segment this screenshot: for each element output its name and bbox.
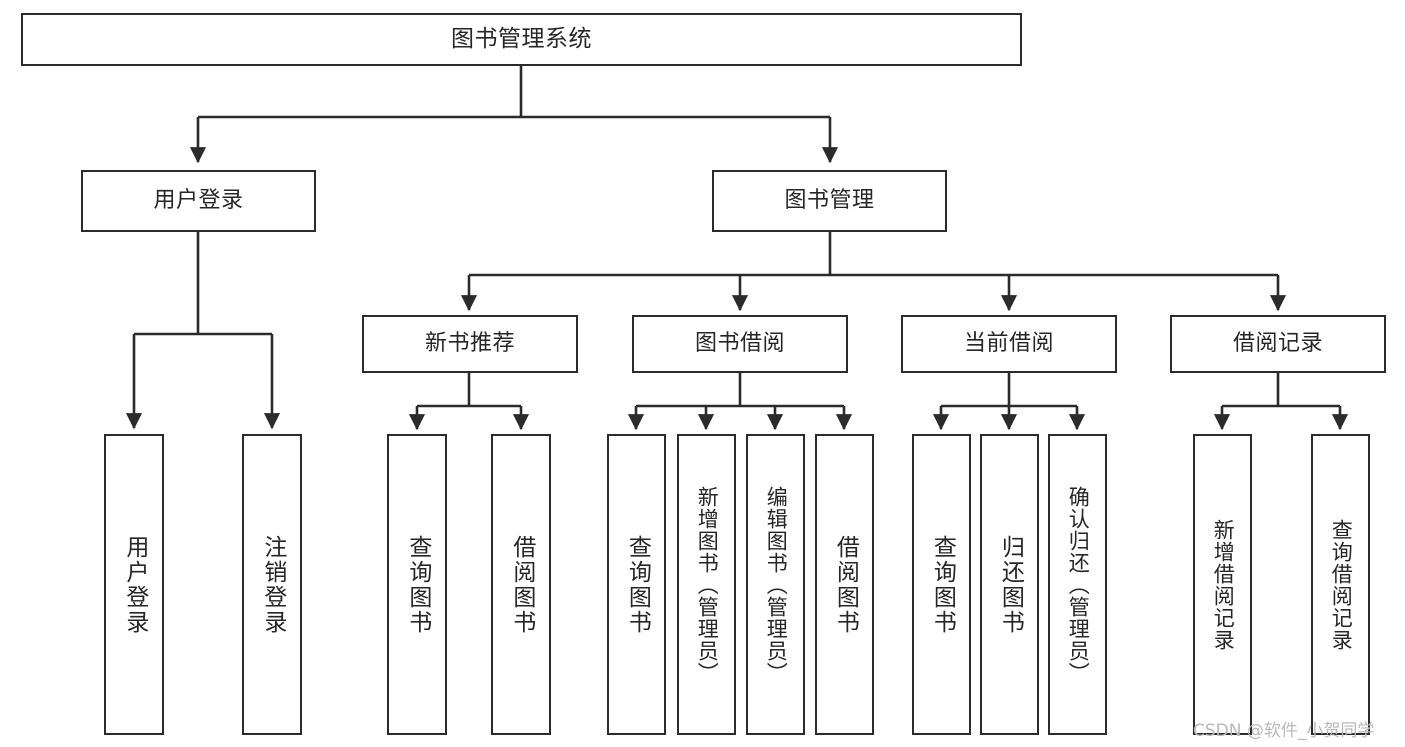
- node-leaf-add-book-label: 新增图书（管理员）: [695, 485, 720, 684]
- node-leaf-edit-book-label: 编辑图书（管理员）: [764, 485, 789, 684]
- node-book-borrow-label: 图书借阅: [694, 331, 785, 357]
- node-new-book-rec[interactable]: 新书推荐: [362, 315, 578, 373]
- node-leaf-borrow-book-1[interactable]: 借阅图书: [491, 434, 551, 735]
- node-leaf-user-logout-label: 注销登录: [259, 534, 286, 635]
- node-user-login[interactable]: 用户登录: [81, 170, 316, 232]
- node-leaf-add-record-label: 新增借阅记录: [1211, 518, 1236, 651]
- node-leaf-edit-book[interactable]: 编辑图书（管理员）: [746, 434, 805, 735]
- node-leaf-query-record-label: 查询借阅记录: [1329, 518, 1354, 651]
- node-leaf-query-book-1[interactable]: 查询图书: [387, 434, 447, 735]
- node-root-label: 图书管理系统: [451, 25, 592, 52]
- node-borrow-record-label: 借阅记录: [1232, 331, 1323, 357]
- node-leaf-add-book[interactable]: 新增图书（管理员）: [677, 434, 736, 735]
- node-current-borrow-label: 当前借阅: [963, 331, 1054, 357]
- node-current-borrow[interactable]: 当前借阅: [901, 315, 1117, 373]
- node-leaf-query-book-3-label: 查询图书: [929, 534, 956, 635]
- node-book-borrow[interactable]: 图书借阅: [632, 315, 848, 373]
- node-root[interactable]: 图书管理系统: [21, 13, 1022, 66]
- node-borrow-record[interactable]: 借阅记录: [1170, 315, 1386, 373]
- node-leaf-return-book[interactable]: 归还图书: [980, 434, 1039, 735]
- node-leaf-confirm-return-label: 确认归还（管理员）: [1066, 485, 1091, 684]
- node-book-manage-label: 图书管理: [784, 188, 875, 214]
- node-leaf-return-book-label: 归还图书: [997, 534, 1024, 635]
- node-leaf-borrow-book-2-label: 借阅图书: [832, 534, 859, 635]
- node-leaf-query-record[interactable]: 查询借阅记录: [1311, 434, 1370, 735]
- node-leaf-add-record[interactable]: 新增借阅记录: [1193, 434, 1252, 735]
- node-leaf-user-logout[interactable]: 注销登录: [242, 434, 302, 735]
- node-leaf-query-book-2-label: 查询图书: [624, 534, 651, 635]
- csdn-watermark: CSDN @软件_小贺同学: [1193, 721, 1375, 741]
- node-leaf-confirm-return[interactable]: 确认归还（管理员）: [1048, 434, 1107, 735]
- node-leaf-user-login-label: 用户登录: [121, 534, 148, 635]
- node-user-login-label: 用户登录: [153, 188, 244, 214]
- node-leaf-query-book-3[interactable]: 查询图书: [912, 434, 971, 735]
- node-leaf-query-book-2[interactable]: 查询图书: [607, 434, 666, 735]
- node-leaf-borrow-book-1-label: 借阅图书: [508, 534, 535, 635]
- node-leaf-user-login[interactable]: 用户登录: [104, 434, 164, 735]
- node-book-manage[interactable]: 图书管理: [712, 170, 947, 232]
- node-leaf-borrow-book-2[interactable]: 借阅图书: [815, 434, 874, 735]
- node-leaf-query-book-1-label: 查询图书: [404, 534, 431, 635]
- node-new-book-rec-label: 新书推荐: [424, 331, 515, 357]
